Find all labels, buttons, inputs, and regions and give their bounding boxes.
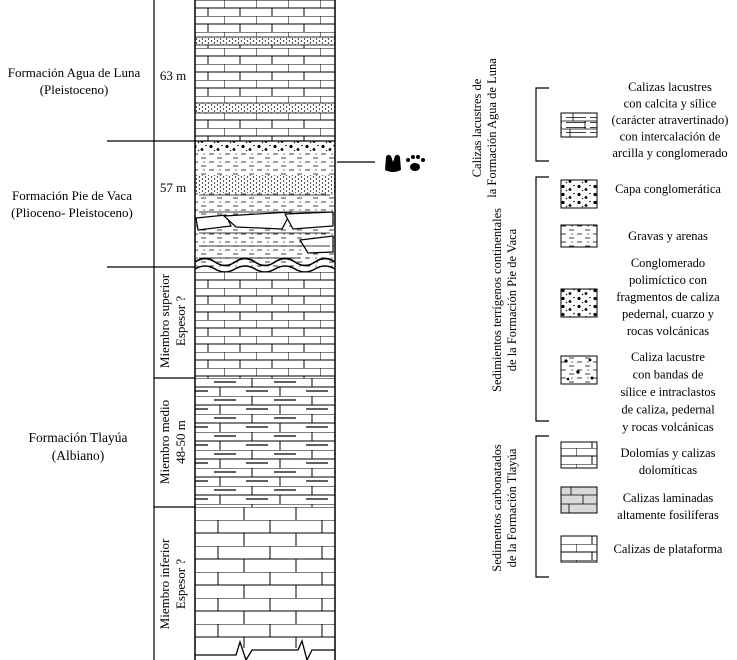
member-thickness: Espesor ? (173, 559, 188, 609)
member-medio-label: Miembro medio 48-50 m (157, 400, 188, 484)
legend-item-text: arcilla y conglomerado (612, 146, 727, 160)
swatch-calizas-lacustres (560, 112, 598, 138)
legend-item-text: Calizas laminadas (623, 491, 714, 505)
legend-item-text: fragmentos de caliza (616, 290, 720, 304)
unit-division-lines (107, 0, 195, 660)
member-thickness: 48-50 m (173, 420, 188, 464)
legend-item-text: con bandas de (633, 368, 704, 382)
member-superior-label: Miembro superior Espesor ? (157, 273, 188, 368)
swatch-gravas-arenas (560, 224, 598, 248)
formation-name: Formación Tlayúa (28, 430, 127, 445)
legend-item-text: y rocas volcánicas (622, 420, 714, 434)
swatch-capa-conglomeratica (560, 179, 598, 209)
footprint-icon (385, 154, 401, 172)
legend-item-laminadas: Calizas laminadas altamente fosilíferas (617, 491, 719, 522)
legend-item-gravas: Gravas y arenas (628, 229, 708, 243)
formation-age: (Albiano) (52, 448, 104, 463)
legend-item-text: con calcita y sílice (624, 97, 717, 111)
legend-item-dolomias: Dolomías y calizas dolomíticas (620, 446, 715, 477)
unconformity-line (194, 257, 336, 267)
legend-group-line1: Sedimientos terrígenos continentales (490, 208, 504, 392)
legend-item-caliza-silice: Caliza lacustre con bandas de sílice e int… (620, 350, 715, 434)
formation-tlayua-label: Formación Tlayúa (Albiano) (28, 430, 127, 463)
legend-group-line2: de la Formación Pie de Vaca (505, 228, 519, 371)
legend-item-text: (carácter atravertinado) (612, 113, 729, 127)
legend-item-text: de caliza, pedernal (621, 403, 715, 417)
section-break-line (195, 639, 335, 660)
legend-swatches (560, 112, 598, 563)
legend-group-line1: Calizas lacustres de (470, 78, 484, 177)
legend-item-text: Capa conglomerática (615, 182, 721, 196)
formation-name: Formación Pie de Vaca (12, 188, 132, 203)
legend-item-text: Calizas lacustres (628, 80, 712, 94)
layer-conglomerate-band (194, 102, 336, 114)
legend-group-line2: la Formación Agua de Luna (485, 58, 499, 198)
legend-item-lacustre: Calizas lacustres con calcita y sílice (ca… (612, 80, 729, 160)
legend-item-text: dolomíticas (639, 463, 697, 477)
formation-agua-de-luna-label: Formación Agua de Luna (Pleistoceno) (8, 65, 141, 97)
legend-brackets (535, 87, 549, 578)
layer-miembro-inferior (195, 507, 335, 648)
member-inferior-label: Miembro inferior Espesor ? (157, 538, 188, 629)
legend-group-tlayua: Sedimentos carbonatados de la Formación … (490, 444, 519, 572)
formation-pie-de-vaca-label: Formación Pie de Vaca (Plioceno- Pleisto… (11, 188, 133, 220)
legend-item-text: pedernal, cuarzo y (622, 307, 715, 321)
legend-item-capa-cong: Capa conglomerática (615, 182, 721, 196)
legend-item-text: Dolomías y calizas (620, 446, 715, 460)
stratigraphic-column (194, 0, 336, 660)
legend-item-text: Caliza lacustre (631, 350, 705, 364)
legend-group-line1: Sedimentos carbonatados (490, 444, 504, 572)
legend-item-text: Conglomerado (631, 256, 705, 270)
member-name: Miembro medio (157, 400, 172, 484)
layer-miembro-superior (195, 272, 335, 378)
legend-item-text: con intercalación de (620, 130, 721, 144)
legend-item-text: Calizas de plataforma (614, 542, 723, 556)
formation-name: Formación Agua de Luna (8, 65, 141, 80)
layer-conglomerate-band (194, 36, 336, 46)
layer-agua-de-luna-limestone (195, 0, 335, 141)
legend-item-text: Gravas y arenas (628, 229, 708, 243)
member-name: Miembro inferior (157, 538, 172, 629)
legend-descriptions: Calizas lacustres con calcita y sílice (ca… (612, 80, 729, 556)
swatch-dolomias (560, 441, 598, 469)
legend-item-text: polimíctico con (629, 273, 708, 287)
legend-group-agua-de-luna: Calizas lacustres de la Formación Agua d… (470, 58, 499, 198)
legend-item-text: altamente fosilíferas (617, 508, 719, 522)
formation-age: (Plioceno- Pleistoceno) (11, 205, 133, 220)
legend-item-text: rocas volcánicas (627, 324, 709, 338)
member-thickness: Espesor ? (173, 296, 188, 346)
layer-arenas (195, 175, 335, 193)
member-name: Miembro superior (157, 273, 172, 368)
legend-item-cong-poli: Conglomerado polimíctico con fragmentos de… (616, 256, 720, 338)
legend-item-text: sílice e intraclastos (620, 385, 715, 399)
formation-age: (Pleistoceno) (40, 82, 109, 97)
swatch-calizas-plataforma (560, 535, 598, 563)
layer-miembro-medio (195, 378, 335, 507)
layer-capa-conglomeratica (195, 141, 335, 153)
thickness-pie-de-vaca: 57 m (160, 180, 186, 195)
swatch-conglomerado-polimictico (560, 288, 598, 318)
swatch-calizas-laminadas (560, 486, 598, 514)
layer-gravas-arenas (195, 153, 335, 175)
layer-gravas (195, 193, 335, 215)
paw-print-icon (406, 155, 425, 171)
thickness-agua-de-luna: 63 m (160, 68, 186, 83)
legend-group-pie-de-vaca: Sedimientos terrígenos continentales de … (490, 208, 519, 392)
legend-group-line2: de la Formación Tlayúa (505, 448, 519, 567)
clast-blocks (195, 211, 334, 254)
legend-item-plataforma: Calizas de plataforma (614, 542, 723, 556)
